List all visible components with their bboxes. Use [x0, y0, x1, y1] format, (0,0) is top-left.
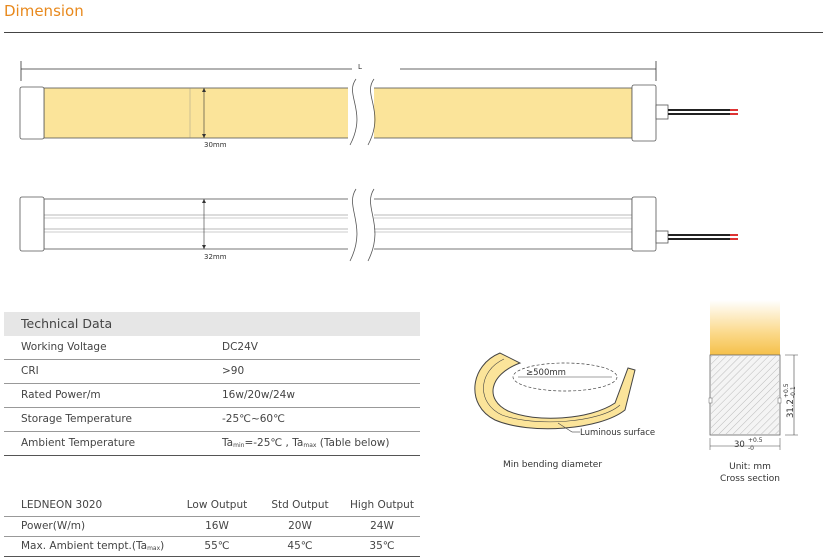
column-header: Low Output [186, 499, 248, 511]
tech-row: CRI >90 [4, 360, 420, 384]
tech-value: DC24V [222, 341, 258, 353]
tech-value: >90 [222, 365, 245, 377]
tech-row: Rated Power/m 16w/20w/24w [4, 384, 420, 408]
tech-value: -25℃~60℃ [222, 413, 285, 425]
cell-value: 55℃ [204, 540, 230, 552]
tech-label: CRI [21, 365, 39, 377]
tech-row: Ambient Temperature Tamin=-25℃ , Tamax (… [4, 432, 420, 456]
row-label: Power(W/m) [21, 520, 86, 532]
luminous-surface-label: Luminous surface [580, 428, 655, 438]
tech-label: Storage Temperature [21, 413, 132, 425]
table-header-row: LEDNEON 3020 Low Output Std Output High … [4, 494, 420, 517]
cell-value: 45℃ [287, 540, 313, 552]
tech-label: Ambient Temperature [21, 437, 136, 449]
bend-diameter-label: ≥500mm [526, 368, 566, 378]
bend-diagram: ≥500mm Luminous surface [474, 352, 655, 438]
cross-section-caption: Cross section [720, 474, 780, 484]
cross-height-label: 31.2 [786, 399, 796, 418]
width-label-bottom: 32mm [204, 253, 227, 261]
tech-label: Rated Power/m [21, 389, 101, 401]
cross-width-tolerance-minus: -0 [748, 445, 754, 452]
tech-row: Storage Temperature -25℃~60℃ [4, 408, 420, 432]
cross-width-label: 30 [734, 440, 745, 450]
cross-width-tolerance-plus: +0.5 [748, 437, 763, 444]
strip-side-view-drawing: 32mm [19, 188, 738, 262]
cross-section-diagram: 31.2 +0.5 -0.1 30 +0.5 -0 [708, 300, 798, 452]
bend-caption: Min bending diameter [502, 460, 603, 470]
tech-value: 16w/20w/24w [222, 389, 295, 401]
width-label-top: 30mm [204, 141, 227, 149]
table-row: Power(W/m) 16W 20W 24W [4, 517, 420, 537]
strip-top-view-drawing: L 30mm [19, 61, 738, 149]
length-label: L [358, 63, 362, 71]
row-label: Max. Ambient tempt.(Tamax) [21, 540, 165, 552]
unit-caption: Unit: mm [729, 462, 771, 472]
technical-data-heading: Technical Data [4, 312, 420, 336]
cell-value: 24W [370, 520, 394, 532]
column-header: High Output [350, 499, 414, 511]
cross-height-tolerance-plus: +0.5 [783, 383, 790, 398]
title-divider [4, 32, 823, 33]
output-table: LEDNEON 3020 Low Output Std Output High … [4, 494, 420, 557]
tech-label: Working Voltage [21, 341, 107, 353]
tech-row: Working Voltage DC24V [4, 336, 420, 360]
cell-value: 16W [205, 520, 229, 532]
section-title: Dimension [4, 2, 84, 20]
table-row: Max. Ambient tempt.(Tamax) 55℃ 45℃ 35℃ [4, 537, 420, 557]
cell-value: 35℃ [369, 540, 395, 552]
cell-value: 20W [288, 520, 312, 532]
column-header: LEDNEON 3020 [21, 499, 103, 511]
cross-height-tolerance-minus: -0.1 [790, 386, 797, 398]
column-header: Std Output [271, 499, 329, 511]
technical-data-table: Technical Data Working Voltage DC24V CRI… [4, 312, 420, 456]
tech-value: Tamin=-25℃ , Tamax (Table below) [222, 437, 390, 449]
